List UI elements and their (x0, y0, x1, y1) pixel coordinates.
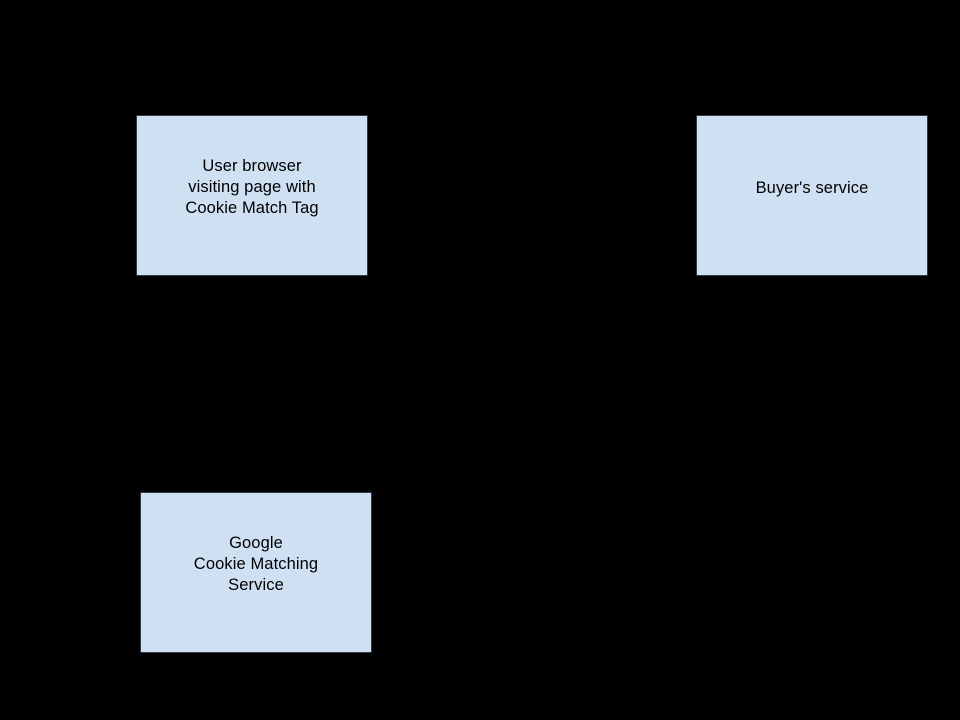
node-user-browser[interactable]: User browser visiting page with Cookie M… (136, 115, 368, 276)
node-buyers-service[interactable]: Buyer's service (696, 115, 928, 276)
node-user-browser-label: User browser visiting page with Cookie M… (185, 157, 319, 217)
node-google-cookie-matching-label: Google Cookie Matching Service (193, 534, 319, 594)
node-buyers-service-label: Buyer's service (755, 179, 869, 197)
node-google-cookie-matching[interactable]: Google Cookie Matching Service (140, 492, 372, 653)
